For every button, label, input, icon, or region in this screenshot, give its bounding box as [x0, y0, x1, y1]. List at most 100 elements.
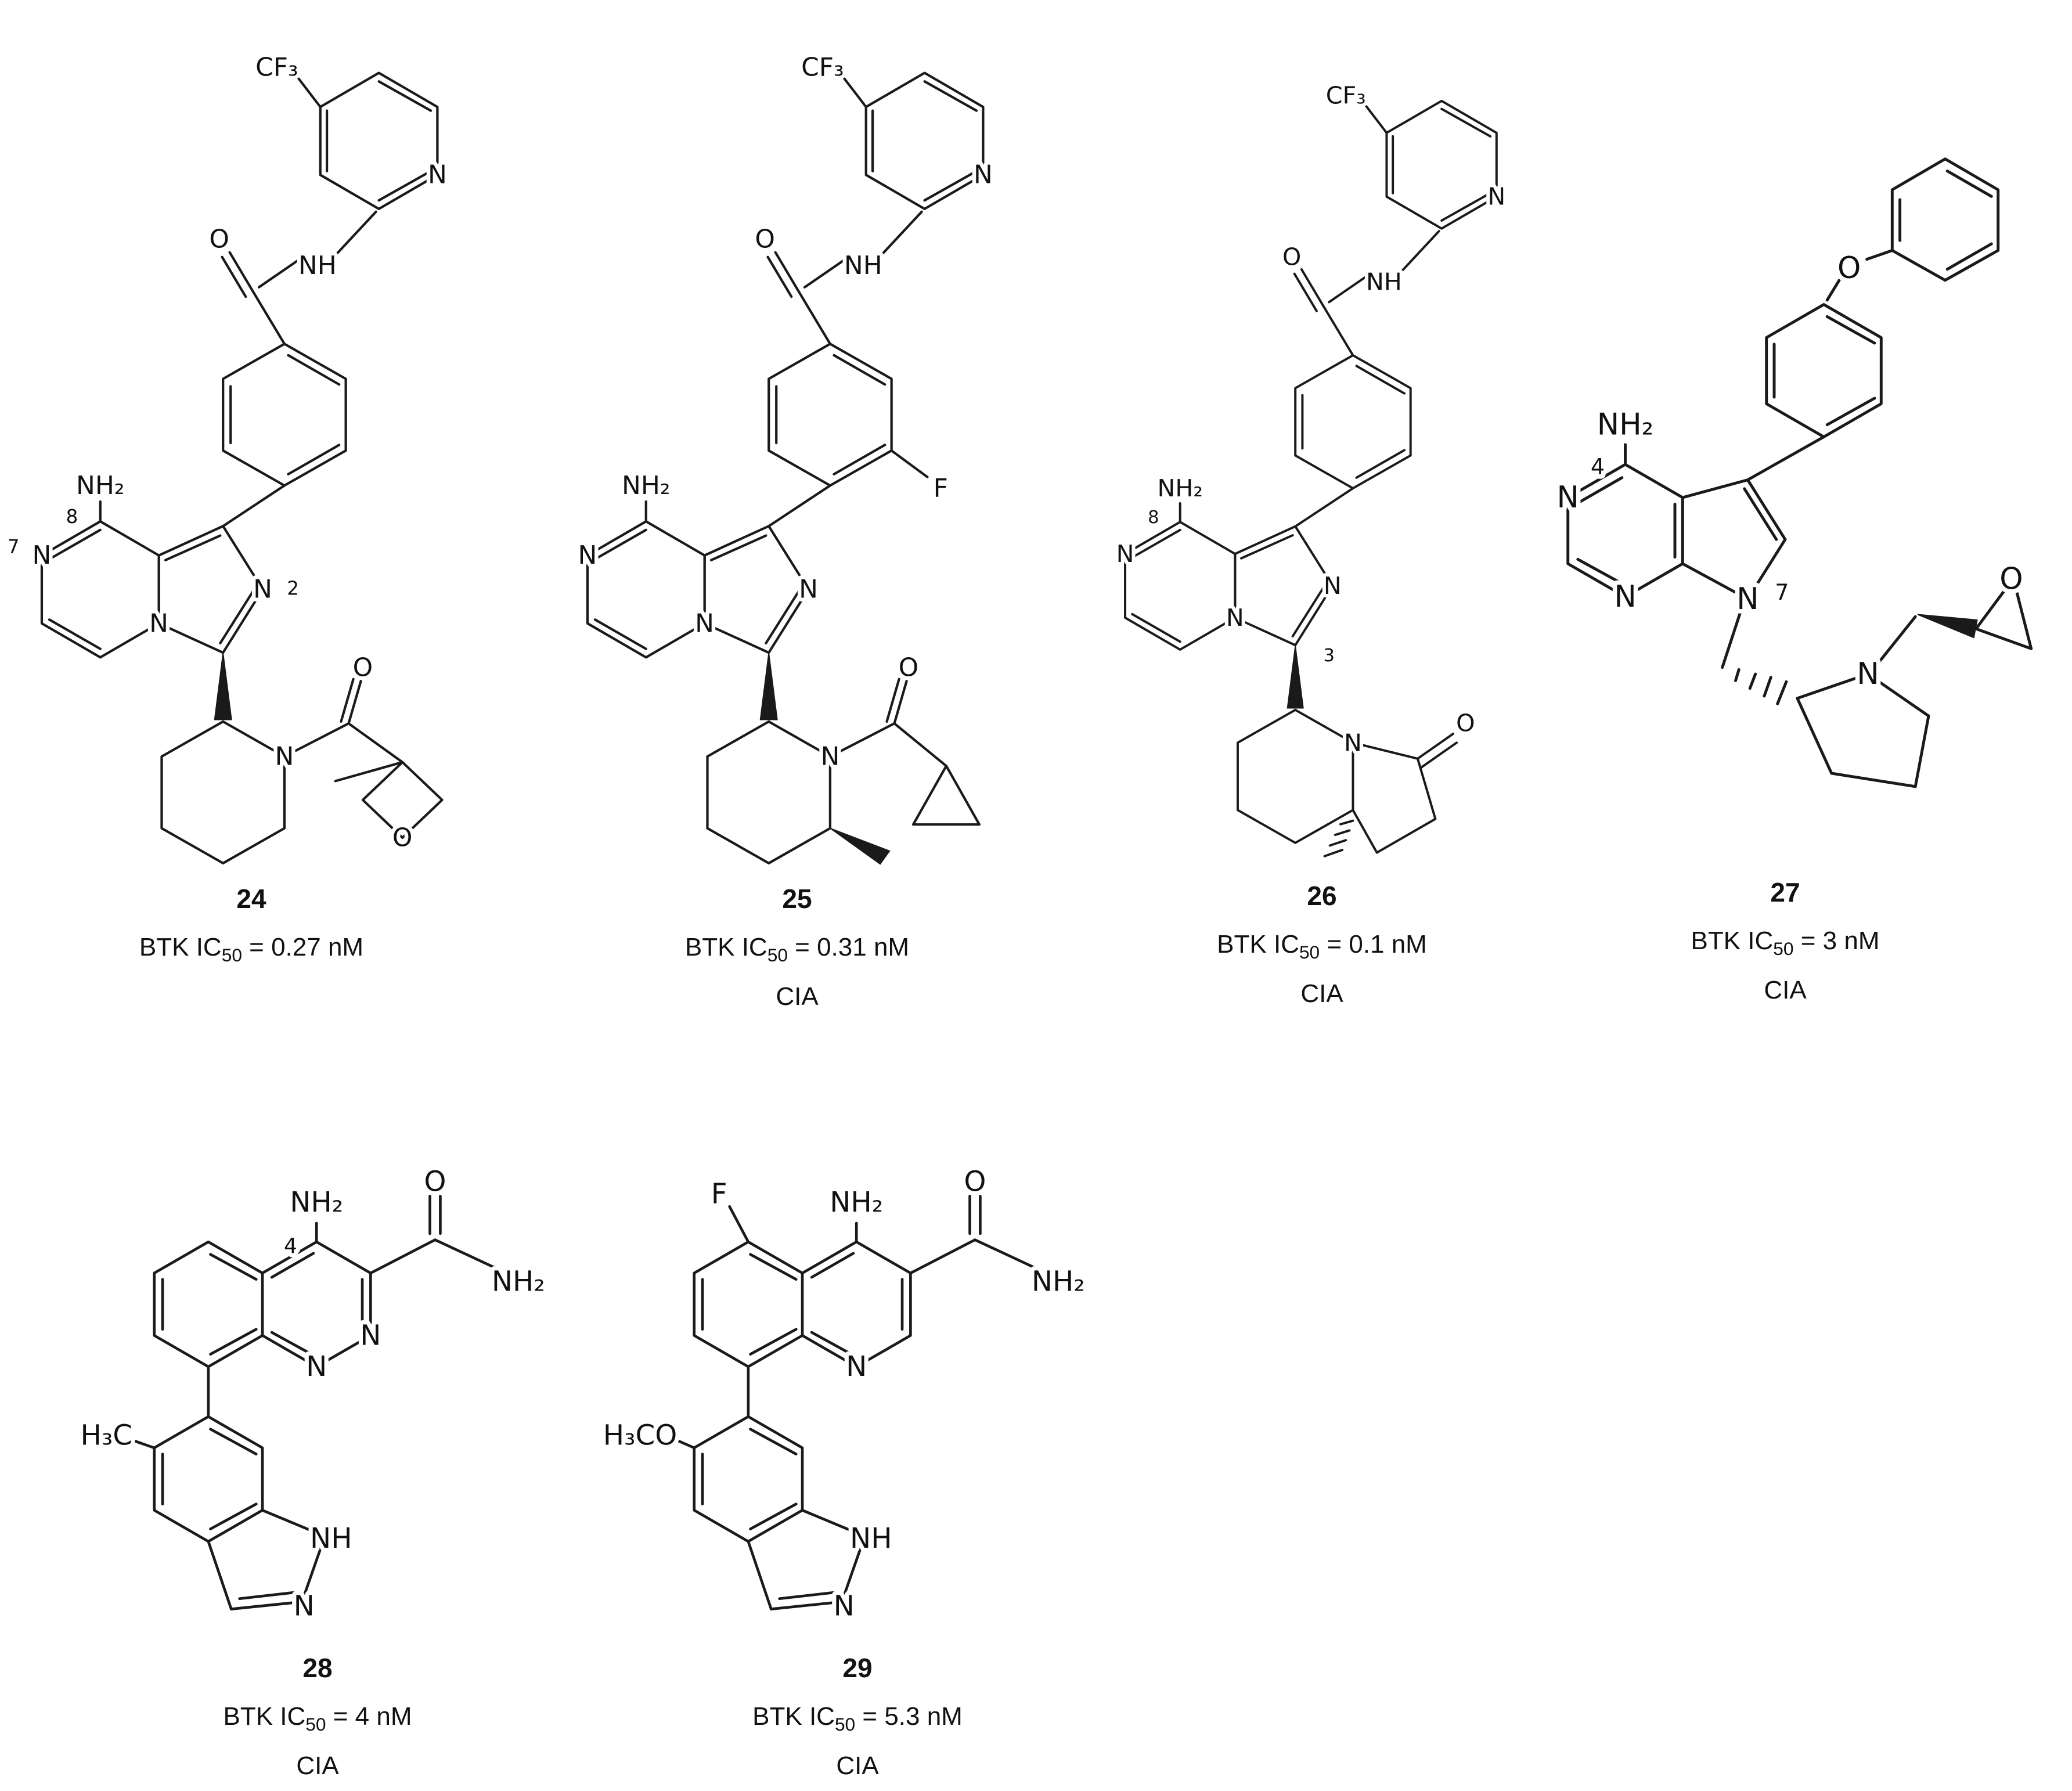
pyrrolidine-n-label: N: [1857, 657, 1879, 691]
compound-24: CF₃ N NH O NH₂ 8 7 N N N 2 N O O 24 BTK …: [3, 9, 497, 1011]
cf3-label: CF₃: [1326, 82, 1366, 110]
acyl-o-label: O: [899, 653, 919, 683]
potency-subscript: 50: [1773, 938, 1794, 959]
oxetane-o-label: O: [392, 823, 413, 852]
position-7-label: 7: [1775, 579, 1789, 605]
cia-label: CIA: [836, 1751, 879, 1780]
epoxide-o-label: O: [1999, 562, 2023, 597]
caption: 24 BTK IC50 = 0.27 nM: [139, 883, 363, 1011]
bonds: [1566, 157, 2033, 788]
methoxy-label: H₃CO: [603, 1419, 678, 1451]
structure-28: NH₂ 4 O NH₂ N N H₃C NH N: [76, 1161, 549, 1626]
amide-o-label: O: [964, 1165, 986, 1198]
bridgehead-n-label: N: [695, 608, 714, 638]
compound-26: CF₃ N NH O NH₂ 8 N N N 3 N O 26 BTK IC50…: [1091, 41, 1552, 1008]
amide-o-label: O: [424, 1165, 446, 1198]
potency-value: = 0.31 nM: [787, 933, 910, 961]
compound-25: CF₃ N NH O F NH₂ N N N N O 25 BTK IC50 =…: [552, 9, 1043, 1011]
potency-label: BTK IC50 = 0.1 nM: [1217, 930, 1427, 963]
position-7-label: 7: [8, 536, 20, 558]
n7-label: N: [33, 540, 52, 570]
potency-subscript: 50: [834, 1713, 856, 1735]
bonds: [132, 1195, 499, 1610]
pyridine-n-label: N: [1487, 183, 1505, 211]
caption: 27 BTK IC50 = 3 nM CIA: [1691, 877, 1880, 1005]
potency-label: BTK IC50 = 3 nM: [1691, 927, 1880, 960]
potency-prefix: BTK IC: [223, 1702, 306, 1731]
indazole-nh-label: NH: [310, 1522, 352, 1555]
position-4-label: 4: [284, 1234, 297, 1258]
indazole-n-label: N: [294, 1590, 315, 1622]
cia-label: CIA: [776, 982, 819, 1011]
pyridine-n-label: N: [974, 160, 993, 190]
structure-26: CF₃ N NH O NH₂ 8 N N N 3 N O: [1113, 78, 1509, 857]
potency-label: BTK IC50 = 0.31 nM: [685, 933, 909, 966]
caption: 28 BTK IC50 = 4 nM CIA: [224, 1652, 412, 1781]
nh2-label: NH₂: [1597, 408, 1654, 442]
potency-prefix: BTK IC: [139, 933, 222, 961]
piperidine-n-label: N: [275, 742, 294, 772]
pyridine-n-label: N: [428, 160, 447, 190]
position-4-label: 4: [1591, 454, 1605, 480]
cia-label: CIA: [296, 1751, 339, 1780]
indazole-n-label: N: [834, 1590, 855, 1622]
position-8-label: 8: [66, 506, 78, 528]
amine-nh2-label: NH₂: [290, 1186, 343, 1219]
bonds: [1124, 99, 1498, 857]
compound-number: 24: [236, 884, 266, 914]
n2-label: N: [360, 1319, 381, 1352]
phenoxy-o-label: O: [1837, 251, 1861, 286]
potency-value: = 5.3 nM: [855, 1702, 963, 1731]
compound-28: NH₂ 4 O NH₂ N N H₃C NH N 28 BTK IC50 = 4…: [52, 1138, 583, 1781]
cf3-label: CF₃: [255, 52, 298, 82]
amide-nh2-label: NH₂: [1032, 1265, 1085, 1298]
n3-label: N: [1557, 480, 1579, 515]
n7-label: N: [1116, 540, 1134, 568]
position-3-label: 3: [1324, 646, 1335, 666]
potency-value: = 0.27 nM: [242, 933, 364, 961]
structure-29: F NH₂ O NH₂ N H₃CO NH N: [599, 1161, 1089, 1626]
indazole-nh-label: NH: [850, 1522, 892, 1555]
nh2-label: NH₂: [1158, 474, 1203, 502]
compound-number: 27: [1770, 877, 1800, 907]
caption: 25 BTK IC50 = 0.31 nM CIA: [685, 883, 909, 1011]
n2-label: N: [1324, 572, 1342, 600]
compound-27: O NH₂ 4 N N N 7 N O 27 BTK IC50 = 3 nM C…: [1509, 134, 2061, 1005]
potency-prefix: BTK IC: [1691, 927, 1774, 955]
bonds: [676, 1195, 1039, 1610]
bonds: [40, 71, 444, 864]
bonds: [586, 71, 985, 865]
amide-nh2-label: NH₂: [492, 1265, 545, 1298]
amide-o-label: O: [1282, 243, 1301, 271]
potency-subscript: 50: [305, 1713, 326, 1735]
acyl-o-label: O: [353, 653, 373, 683]
compound-number: 29: [842, 1653, 873, 1683]
cia-label: [139, 982, 363, 1011]
position-8-label: 8: [1148, 507, 1159, 528]
potency-subscript: 50: [767, 944, 788, 965]
potency-subscript: 50: [1299, 941, 1320, 963]
fluorine-label: F: [711, 1178, 727, 1210]
nh2-label: NH₂: [76, 471, 124, 500]
n1-label: N: [846, 1350, 867, 1383]
potency-prefix: BTK IC: [1217, 930, 1299, 958]
caption: 26 BTK IC50 = 0.1 nM CIA: [1217, 880, 1427, 1008]
amide-o-label: O: [755, 224, 775, 254]
compound-number: 28: [302, 1653, 333, 1683]
bridgehead-n-label: N: [149, 608, 168, 638]
compound-29: F NH₂ O NH₂ N H₃CO NH N 29 BTK IC50 = 5.…: [592, 1138, 1123, 1781]
potency-label: BTK IC50 = 5.3 nM: [752, 1702, 963, 1735]
n7-label: N: [1736, 582, 1759, 617]
cia-label: CIA: [1300, 979, 1343, 1008]
amide-o-label: O: [209, 224, 229, 254]
potency-label: BTK IC50 = 0.27 nM: [139, 933, 363, 966]
structure-24: CF₃ N NH O NH₂ 8 7 N N N 2 N O O: [3, 49, 451, 864]
n2-label: N: [799, 575, 818, 604]
bridgehead-n-label: N: [1226, 604, 1244, 632]
n1-label: N: [1614, 579, 1636, 614]
structure-27: O NH₂ 4 N N N 7 N O: [1552, 157, 2033, 788]
amide-nh-label: NH: [298, 251, 337, 280]
n7-label: N: [578, 540, 597, 570]
lactam-n-label: N: [1344, 729, 1362, 756]
